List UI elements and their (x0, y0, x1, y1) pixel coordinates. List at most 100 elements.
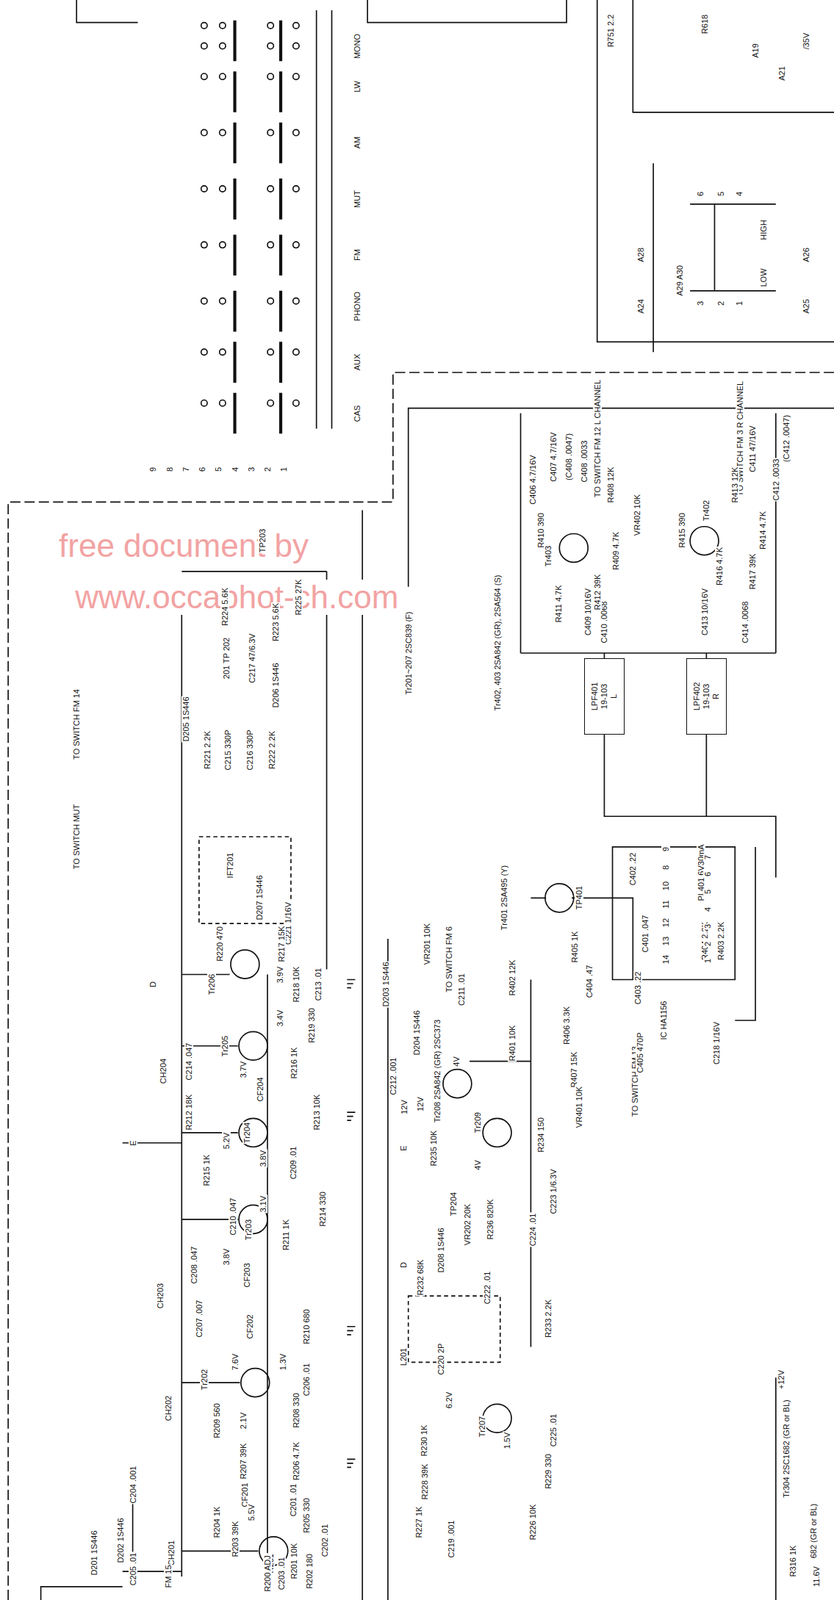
part-label: 2 (716, 299, 726, 306)
part-label: MUT (352, 189, 362, 209)
part-label: Tr401 2SA495 (Y) (499, 864, 509, 931)
part-label: 3.7V (238, 1060, 248, 1079)
part-label: A28 (636, 246, 646, 264)
module-label: 19-103 (701, 682, 712, 712)
part-label: C407 4.7/16V (548, 432, 558, 483)
part-label: R411 4.7K (554, 584, 563, 624)
part-label: R209 560 (212, 1402, 222, 1440)
part-label: A29 A30 (675, 264, 685, 297)
part-label: R218 10K (291, 966, 301, 1004)
part-label: R409 4.7K (611, 531, 621, 571)
part-label: CH204 (158, 1058, 168, 1085)
part-label: R227 1K (414, 1506, 424, 1540)
part-label: Tr304 2SC1682 (GR or BL) (781, 1399, 791, 1499)
part-label: R234 150 (536, 1116, 546, 1154)
part-label: R222 2.2K (267, 730, 277, 771)
part-label: 7 (703, 854, 713, 861)
part-label: C204 .001 (128, 1465, 138, 1505)
part-label: 7.6V (230, 1353, 240, 1372)
part-label: PHONO (352, 290, 362, 322)
part-label: 11 (661, 899, 671, 909)
part-label: 5 (716, 191, 726, 197)
part-label: R213 10K (312, 1094, 322, 1132)
part-label: (C412 .0047) (781, 414, 791, 463)
part-label: MONO (352, 32, 362, 59)
part-label: 12 (661, 917, 671, 929)
part-label: TP401 (574, 885, 584, 911)
module-label: 19-103 (599, 682, 610, 712)
part-label: 2 (703, 941, 713, 948)
part-label: Tr206 (207, 973, 217, 996)
part-label: 12V (399, 1099, 409, 1116)
part-label: 5.5V (246, 1503, 256, 1522)
part-label: CF202 (245, 1313, 255, 1340)
part-label: C405 470P (635, 1032, 645, 1075)
part-label: R408 12K (606, 465, 616, 504)
part-label: TO SWITCH MUT (72, 803, 81, 871)
part-label: CH201 (166, 1540, 176, 1567)
part-label: 3.8V (258, 1149, 268, 1168)
part-label: TP203 (257, 528, 267, 554)
part-label: VR401 10K (574, 1086, 584, 1129)
part-label: R206 4.7K (291, 1441, 301, 1482)
part-label: TO SWITCH FM 12 L CHANNEL (592, 379, 602, 499)
part-label: R405 1K (570, 930, 580, 965)
part-label: C208 .047 (189, 1246, 199, 1286)
part-label: 4 (230, 466, 240, 473)
part-label: 3.9V (275, 965, 285, 984)
part-label: R751 2.2 (606, 13, 616, 48)
part-label: R416 4.7K (714, 546, 724, 587)
part-label: C213 .01 (313, 967, 323, 1003)
part-label: C220 2P (436, 1343, 446, 1377)
part-label: 4V (473, 1160, 483, 1172)
part-label: R412 39K (592, 573, 602, 611)
part-label: VR201 10K (422, 922, 432, 966)
part-label: A24 (636, 298, 646, 315)
part-label: TP204 (448, 1191, 458, 1217)
part-label: R221 2.2K (202, 730, 212, 771)
part-label: 3.8V (221, 1248, 231, 1267)
part-label: R316 1K (788, 1545, 798, 1579)
part-label: C217 47/6.3V (247, 632, 257, 684)
part-label: 9 (148, 466, 158, 473)
part-label: C409 10/16V (583, 587, 593, 637)
part-label: R217 15K (277, 925, 286, 963)
part-label: C211 .01 (457, 972, 466, 1007)
part-label: D206 1S446 (271, 662, 280, 710)
part-label: /35V (801, 31, 811, 50)
part-label: 3.1V (258, 1195, 268, 1214)
part-label: D201 1S446 (89, 1530, 99, 1577)
part-label: R226 10K (528, 1504, 538, 1542)
part-label: 4 (734, 191, 744, 197)
part-label: C411 47/16V (748, 424, 757, 473)
part-label: 8 (661, 864, 671, 871)
part-label: R229 330 (543, 1453, 553, 1491)
part-label: 11.6V (811, 1565, 821, 1588)
part-label: D203 1S446 (381, 961, 391, 1009)
part-label: D208 1S446 (436, 1227, 446, 1274)
part-label: R403 2.2K (716, 921, 726, 962)
part-label: 7 (181, 466, 191, 473)
part-label: R406 3.3K (562, 1005, 571, 1046)
part-label: IFT201 (225, 851, 235, 879)
part-label: C404 .47 (584, 964, 594, 1000)
part-label: E (128, 1139, 138, 1147)
part-label: Tr402, 403 2SA842 (GR), 2SA564 (S) (493, 574, 502, 713)
part-label: C402 .22 (628, 852, 638, 887)
part-label: A26 (801, 246, 811, 264)
part-label: 4V (451, 1055, 461, 1067)
part-label: R236 820K (485, 1198, 495, 1241)
module-label: LPF401 (590, 682, 600, 712)
part-label: 5.2V (221, 1132, 231, 1151)
part-label: R413 12K (730, 465, 740, 504)
part-label: 1 (734, 299, 744, 306)
part-label: TO SWITCH FM 6 (444, 925, 454, 994)
part-label: R414 4.7K (758, 510, 768, 551)
part-label: R200 ADJ (263, 1554, 272, 1594)
part-label: R415 390 (677, 512, 687, 549)
part-label: C222 .01 (482, 1271, 492, 1306)
part-label: 8 (165, 466, 175, 473)
part-label: TO SWITCH FM 14 (72, 688, 81, 761)
part-label: CH203 (155, 1282, 165, 1310)
part-label: R208 330 (291, 1392, 301, 1430)
